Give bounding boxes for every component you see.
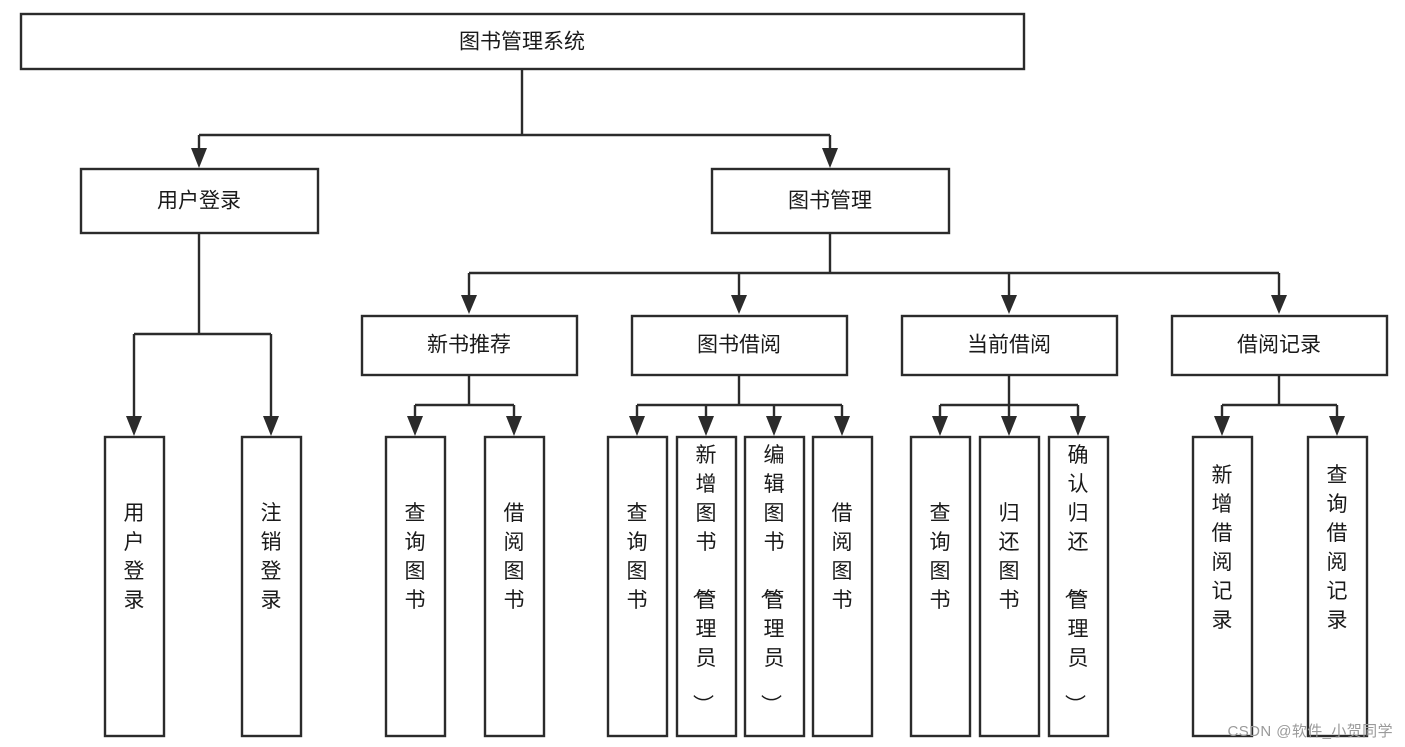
- node-leaf-borrow-book-1[interactable]: 借阅图书: [483, 435, 546, 738]
- node-new-book-recommend-label: 新书推荐: [427, 334, 511, 357]
- node-leaf-query-book-1-label: 查询图书: [405, 502, 426, 612]
- arrow-head-leaf-user-login: [126, 416, 142, 436]
- node-leaf-add-record-box[interactable]: [1191, 435, 1254, 738]
- node-leaf-user-logout-label: 注销登录: [261, 502, 282, 612]
- node-leaf-query-book-2-box[interactable]: [606, 435, 669, 738]
- node-new-book-recommend-box[interactable]: [360, 314, 579, 377]
- node-leaf-query-book-1-box[interactable]: [384, 435, 447, 738]
- node-leaf-query-book-3[interactable]: 查询图书: [909, 435, 972, 738]
- node-leaf-edit-book-label: 编辑图书（管理员）: [759, 444, 785, 715]
- node-book-manage-label: 图书管理: [788, 190, 872, 213]
- arrow-head-leaf-borrow-book-1: [506, 416, 522, 436]
- node-borrow-record-box[interactable]: [1170, 314, 1389, 377]
- node-leaf-query-record-label: 查询借阅记录: [1327, 464, 1348, 632]
- node-leaf-add-book[interactable]: 新增图书（管理员）: [675, 435, 738, 738]
- node-leaf-user-login-box[interactable]: [103, 435, 166, 738]
- node-leaf-user-login[interactable]: 用户登录: [103, 435, 166, 738]
- node-leaf-confirm-return-box[interactable]: [1047, 435, 1110, 738]
- arrow-head-leaf-add-record: [1214, 416, 1230, 436]
- node-leaf-return-book-box[interactable]: [978, 435, 1041, 738]
- node-leaf-add-record[interactable]: 新增借阅记录: [1191, 435, 1254, 738]
- node-leaf-user-logout-box[interactable]: [240, 435, 303, 738]
- arrow-head-leaf-query-record: [1329, 416, 1345, 436]
- arrow-head-new-book-recommend: [461, 295, 477, 314]
- node-leaf-add-record-label: 新增借阅记录: [1212, 464, 1233, 632]
- node-book-manage-box[interactable]: [710, 167, 951, 235]
- node-current-borrow[interactable]: 当前借阅: [900, 314, 1119, 377]
- watermark-text: CSDN @软件_小贺同学: [1227, 723, 1393, 740]
- node-leaf-user-logout[interactable]: 注销登录: [240, 435, 303, 738]
- node-book-manage[interactable]: 图书管理: [710, 167, 951, 235]
- node-current-borrow-box[interactable]: [900, 314, 1119, 377]
- arrow-head-current-borrow: [1001, 295, 1017, 314]
- node-leaf-query-book-1[interactable]: 查询图书: [384, 435, 447, 738]
- node-book-borrow-box[interactable]: [630, 314, 849, 377]
- arrow-head-leaf-confirm-return: [1070, 416, 1086, 436]
- node-leaf-add-book-label: 新增图书（管理员）: [691, 444, 717, 715]
- arrow-head-borrow-record: [1271, 295, 1287, 314]
- node-leaf-query-book-3-box[interactable]: [909, 435, 972, 738]
- node-leaf-confirm-return[interactable]: 确认归还（管理员）: [1047, 435, 1110, 738]
- arrow-head-leaf-borrow-book-2: [834, 416, 850, 436]
- node-root-label: 图书管理系统: [459, 31, 585, 54]
- arrow-head-leaf-edit-book: [766, 416, 782, 436]
- node-leaf-edit-book-box[interactable]: [743, 435, 806, 738]
- node-user-login-box[interactable]: [79, 167, 320, 235]
- node-leaf-query-record-box[interactable]: [1306, 435, 1369, 738]
- connector-layer: [126, 69, 1345, 436]
- node-leaf-add-book-box[interactable]: [675, 435, 738, 738]
- node-book-borrow-label: 图书借阅: [697, 334, 781, 357]
- node-current-borrow-label: 当前借阅: [967, 334, 1051, 357]
- node-leaf-borrow-book-1-label: 借阅图书: [504, 502, 525, 612]
- arrow-head-leaf-add-book: [698, 416, 714, 436]
- node-new-book-recommend[interactable]: 新书推荐: [360, 314, 579, 377]
- node-borrow-record[interactable]: 借阅记录: [1170, 314, 1389, 377]
- node-leaf-borrow-book-2-box[interactable]: [811, 435, 874, 738]
- arrow-head-book-manage: [822, 148, 838, 168]
- arrow-head-leaf-return-book: [1001, 416, 1017, 436]
- node-leaf-borrow-book-1-box[interactable]: [483, 435, 546, 738]
- node-leaf-return-book-label: 归还图书: [999, 502, 1020, 612]
- node-leaf-borrow-book-2[interactable]: 借阅图书: [811, 435, 874, 738]
- node-leaf-query-book-2-label: 查询图书: [627, 502, 648, 612]
- node-leaf-query-record[interactable]: 查询借阅记录: [1306, 435, 1369, 738]
- node-leaf-return-book[interactable]: 归还图书: [978, 435, 1041, 738]
- node-leaf-edit-book[interactable]: 编辑图书（管理员）: [743, 435, 806, 738]
- node-leaf-query-book-3-label: 查询图书: [930, 502, 951, 612]
- node-user-login[interactable]: 用户登录: [79, 167, 320, 235]
- node-leaf-confirm-return-label: 确认归还（管理员）: [1063, 444, 1089, 715]
- arrow-head-leaf-query-book-2: [629, 416, 645, 436]
- node-leaf-borrow-book-2-label: 借阅图书: [832, 502, 853, 612]
- arrow-head-leaf-query-book-1: [407, 416, 423, 436]
- arrow-head-leaf-user-logout: [263, 416, 279, 436]
- node-user-login-label: 用户登录: [157, 190, 241, 213]
- arrow-head-leaf-query-book-3: [932, 416, 948, 436]
- node-borrow-record-label: 借阅记录: [1237, 334, 1321, 357]
- node-leaf-user-login-label: 用户登录: [124, 502, 145, 612]
- arrow-head-user-login: [191, 148, 207, 168]
- node-book-borrow[interactable]: 图书借阅: [630, 314, 849, 377]
- arrow-head-book-borrow: [731, 295, 747, 314]
- node-leaf-query-book-2[interactable]: 查询图书: [606, 435, 669, 738]
- node-root[interactable]: 图书管理系统: [19, 12, 1026, 71]
- node-root-box[interactable]: [19, 12, 1026, 71]
